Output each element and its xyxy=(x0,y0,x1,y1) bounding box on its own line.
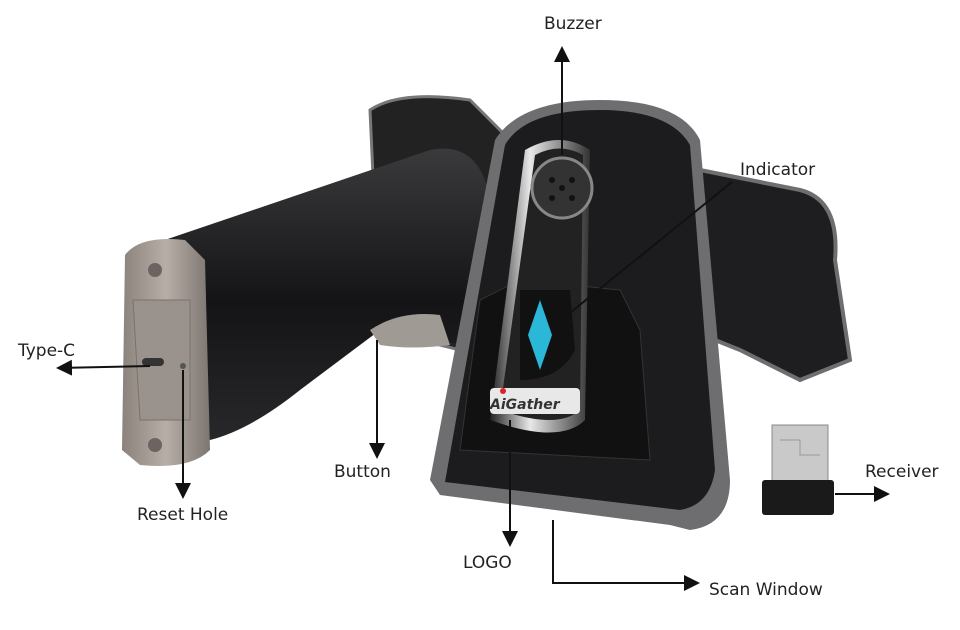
indicator-light xyxy=(528,300,552,370)
label-indicator: Indicator xyxy=(740,160,816,180)
label-button: Button xyxy=(334,462,391,482)
end-cap xyxy=(122,239,210,466)
type-c-port xyxy=(142,358,164,366)
label-logo: LOGO xyxy=(463,553,512,573)
label-reset-hole: Reset Hole xyxy=(137,505,229,525)
callout-lines xyxy=(56,46,890,591)
label-buzzer: Buzzer xyxy=(544,14,602,34)
trigger-button xyxy=(370,314,450,348)
product-logo: AiGather xyxy=(490,397,560,413)
usb-receiver xyxy=(762,424,834,515)
label-scan-window: Scan Window xyxy=(709,580,823,600)
label-receiver: Receiver xyxy=(865,462,939,482)
label-type-c: Type-C xyxy=(18,341,76,361)
reset-hole xyxy=(180,363,186,369)
handle xyxy=(150,148,500,456)
logo-dot xyxy=(500,388,506,394)
scanner-head xyxy=(430,100,730,530)
